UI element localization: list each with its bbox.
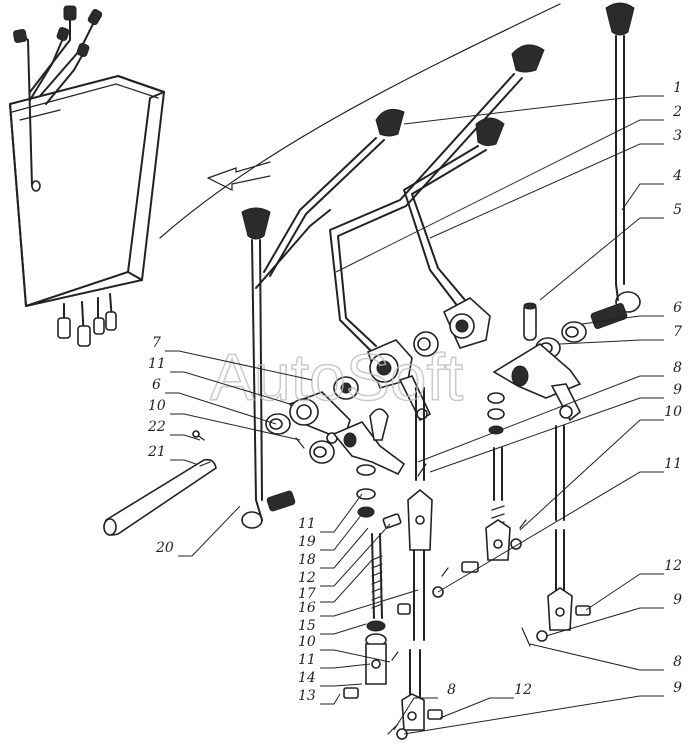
leader-line-12 bbox=[320, 523, 391, 587]
callout-label-20: 20 bbox=[155, 540, 174, 556]
callout-label-6: 6 bbox=[673, 300, 682, 316]
leader-line-11 bbox=[320, 663, 371, 669]
leader-line-1 bbox=[403, 95, 664, 125]
callout-label-10: 10 bbox=[298, 634, 316, 650]
watermark: AutoSoft bbox=[210, 340, 463, 414]
leader-line-15 bbox=[320, 623, 367, 635]
lever-20 bbox=[241, 207, 331, 529]
leader-line-9 bbox=[545, 607, 664, 637]
callout-label-13: 13 bbox=[298, 688, 316, 704]
callout-label-10: 10 bbox=[664, 404, 682, 420]
pin-5-head-icon bbox=[523, 302, 537, 310]
leader-line-7 bbox=[165, 350, 313, 381]
lever-3 bbox=[403, 117, 505, 313]
leader-line-13 bbox=[320, 693, 341, 705]
leader-line-8 bbox=[417, 375, 664, 463]
leader-line-22 bbox=[170, 434, 201, 441]
callout-label-5: 5 bbox=[673, 202, 682, 218]
direction-arrow bbox=[159, 3, 561, 239]
leader-line-14 bbox=[320, 683, 363, 687]
callout-label-15: 15 bbox=[298, 618, 316, 634]
shaft-21 bbox=[103, 430, 217, 536]
leader-line-12 bbox=[439, 697, 514, 719]
leader-line-9 bbox=[429, 397, 664, 473]
callout-label-11: 11 bbox=[298, 516, 316, 532]
callout-label-6: 6 bbox=[152, 377, 161, 393]
leader-line-4 bbox=[621, 183, 664, 211]
callout-label-12: 12 bbox=[664, 558, 682, 574]
leader-line-10 bbox=[170, 413, 301, 441]
leader-line-5 bbox=[539, 217, 664, 301]
bracket-right bbox=[492, 343, 582, 422]
leader-line-7 bbox=[559, 339, 664, 345]
bracket-center-top bbox=[413, 297, 491, 357]
callout-label-9: 9 bbox=[673, 382, 682, 398]
callout-label-11: 11 bbox=[664, 456, 682, 472]
console-inset bbox=[9, 5, 165, 347]
leader-line-6 bbox=[165, 392, 277, 425]
leader-line-10 bbox=[320, 649, 391, 663]
lever-1 bbox=[263, 108, 405, 277]
leader-line-21 bbox=[170, 459, 197, 465]
leader-line-11 bbox=[170, 371, 291, 405]
callout-label-9: 9 bbox=[673, 592, 682, 608]
callout-label-7: 7 bbox=[673, 324, 682, 340]
leader-line-17 bbox=[320, 559, 373, 603]
callout-label-3: 3 bbox=[673, 128, 682, 144]
bushings-left bbox=[265, 376, 359, 449]
lever-4 bbox=[590, 2, 641, 329]
leader-line-10 bbox=[519, 419, 664, 531]
callout-label-8: 8 bbox=[673, 360, 682, 376]
callout-label-21: 21 bbox=[147, 444, 166, 460]
bracket-lower-left bbox=[309, 408, 406, 476]
callout-label-17: 17 bbox=[298, 586, 316, 602]
leader-line-8 bbox=[529, 643, 664, 671]
callout-label-2: 2 bbox=[672, 104, 682, 120]
callout-labels: 1234567891011129891287116102221201119181… bbox=[147, 80, 682, 735]
leader-line-9 bbox=[403, 695, 664, 735]
callout-label-16: 16 bbox=[298, 600, 316, 616]
callout-label-10: 10 bbox=[148, 398, 166, 414]
leader-line-18 bbox=[320, 527, 369, 569]
leader-line-16 bbox=[320, 589, 419, 617]
callout-label-12: 12 bbox=[298, 570, 316, 586]
rods bbox=[343, 387, 591, 740]
callout-label-1: 1 bbox=[673, 80, 682, 96]
callout-label-11: 11 bbox=[298, 652, 316, 668]
callout-label-18: 18 bbox=[298, 552, 316, 568]
callout-label-11: 11 bbox=[148, 356, 166, 372]
leader-line-12 bbox=[585, 573, 664, 611]
callout-label-4: 4 bbox=[672, 168, 682, 184]
callout-label-9: 9 bbox=[673, 680, 682, 696]
callout-label-22: 22 bbox=[147, 419, 166, 435]
callout-label-8: 8 bbox=[447, 682, 456, 698]
lever-2 bbox=[329, 44, 545, 351]
callout-label-14: 14 bbox=[298, 670, 316, 686]
leader-line-11 bbox=[320, 493, 363, 533]
leader-line-11 bbox=[437, 471, 664, 593]
leader-line-19 bbox=[320, 513, 363, 551]
leader-line-3 bbox=[429, 143, 664, 239]
callout-label-8: 8 bbox=[673, 654, 682, 670]
leader-line-2 bbox=[335, 119, 664, 273]
leader-line-8 bbox=[393, 697, 438, 731]
leader-line-6 bbox=[581, 315, 664, 325]
callout-label-12: 12 bbox=[514, 682, 532, 698]
callout-label-19: 19 bbox=[298, 534, 316, 550]
leader-line-20 bbox=[178, 505, 241, 557]
callout-label-7: 7 bbox=[152, 335, 161, 351]
